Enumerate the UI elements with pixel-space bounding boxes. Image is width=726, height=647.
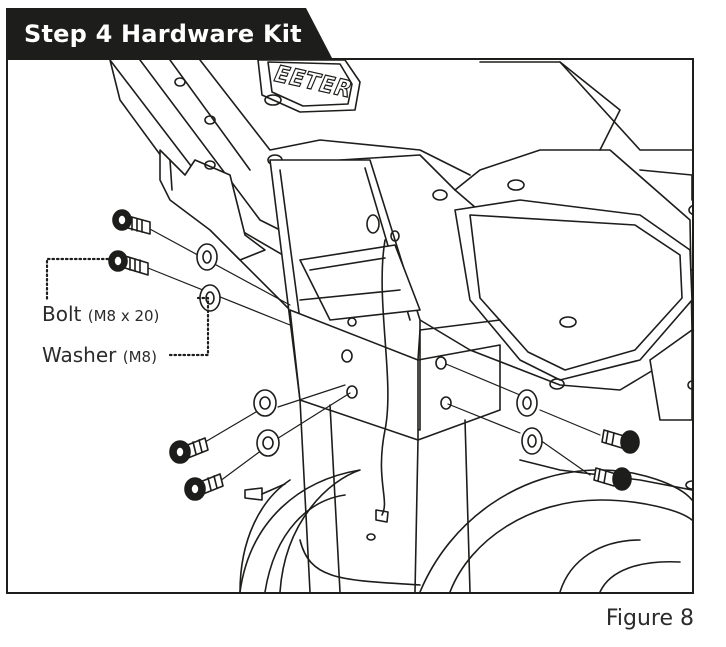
- bolt-upper-left: [112, 209, 151, 235]
- washer-spec: (M8): [122, 348, 157, 366]
- washer-lower-left-b: [256, 429, 280, 457]
- bolt-lower-left-b: [184, 473, 224, 501]
- callout-leaders: [45, 257, 210, 357]
- washer-right-b: [521, 427, 543, 455]
- step-title: Step 4 Hardware Kit: [24, 20, 302, 48]
- washer-upper-left: [196, 243, 218, 271]
- washer-lower-left-a: [253, 389, 277, 417]
- figure-caption: Figure 8: [605, 606, 694, 631]
- bolt-right-a: [601, 429, 640, 454]
- washer-callout: Washer (M8): [40, 343, 159, 367]
- assembly-guide-lines: [147, 227, 601, 488]
- bolt-spec: (M8 x 20): [87, 307, 160, 325]
- header-tab-shape: [6, 8, 332, 58]
- bolt-right-b: [593, 467, 632, 491]
- bolt-middle-left: [108, 250, 149, 276]
- step-header-tab: Step 4 Hardware Kit: [6, 8, 332, 58]
- mast-tube: [269, 159, 501, 592]
- bolt-lower-left-a: [169, 437, 209, 464]
- base-legs: [239, 329, 692, 592]
- washer-label: Washer: [42, 343, 117, 367]
- bolt-label: Bolt: [42, 302, 82, 326]
- washer-right-a: [516, 389, 538, 417]
- bolt-callout: Bolt (M8 x 20): [40, 302, 162, 326]
